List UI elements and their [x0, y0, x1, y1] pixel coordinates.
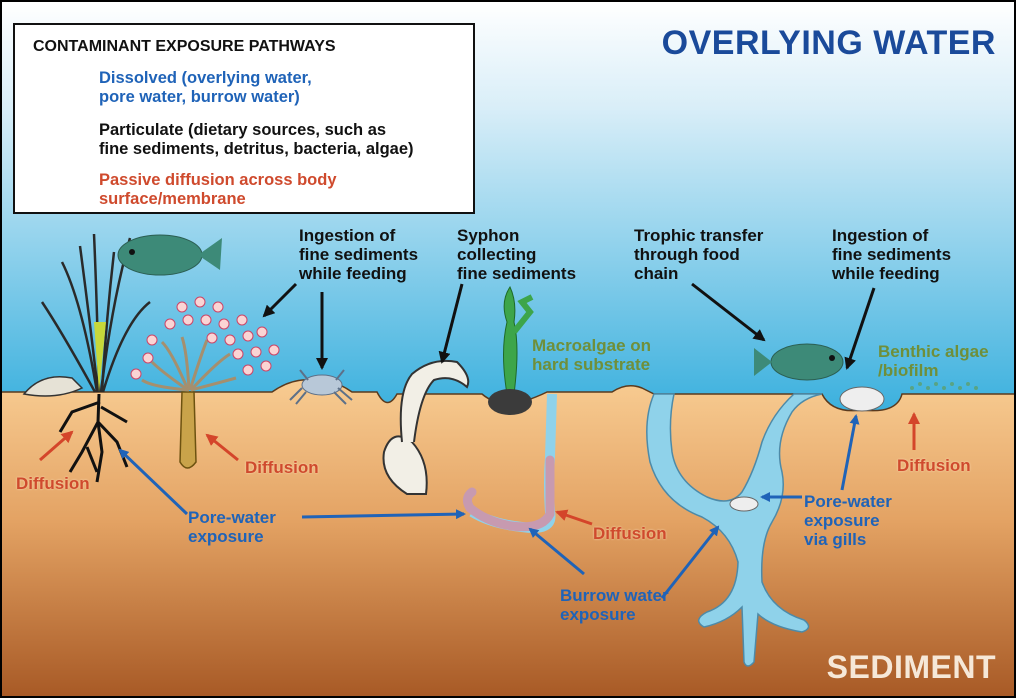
legend-text-dissolved: Dissolved (overlying water, pore water, …: [99, 69, 312, 107]
label-trophic: Trophic transfer through food chain: [634, 226, 763, 283]
label-ingestion-right: Ingestion of fine sediments while feedin…: [832, 226, 951, 283]
amphipod-surface: [840, 387, 884, 411]
legend-box: CONTAMINANT EXPOSURE PATHWAYS Dissolved …: [13, 23, 475, 214]
legend-text-particulate: Particulate (dietary sources, such as fi…: [99, 121, 414, 159]
label-ingestion-left: Ingestion of fine sediments while feedin…: [299, 226, 418, 283]
label-syphon: Syphon collecting fine sediments: [457, 226, 576, 283]
legend-item-diffusion: Passive diffusion across body surface/me…: [33, 171, 337, 209]
red-arrow-icon: [33, 171, 99, 191]
blue-arrow-icon: [33, 69, 99, 89]
overlying-water-title: OVERLYING WATER: [662, 24, 996, 63]
label-porewater-left: Pore-water exposure: [188, 508, 276, 546]
legend-item-particulate: Particulate (dietary sources, such as fi…: [33, 121, 414, 159]
legend-item-dissolved: Dissolved (overlying water, pore water, …: [33, 69, 312, 107]
sediment-title: SEDIMENT: [827, 649, 996, 686]
label-macroalgae: Macroalgae on hard substrate: [532, 336, 651, 374]
amphipod-burrow: [730, 497, 758, 511]
label-diffusion-4: Diffusion: [897, 456, 971, 475]
label-diffusion-1: Diffusion: [16, 474, 90, 493]
label-diffusion-2: Diffusion: [245, 458, 319, 477]
legend-title: CONTAMINANT EXPOSURE PATHWAYS: [33, 38, 336, 56]
label-benthic: Benthic algae /biofilm: [878, 342, 989, 380]
label-burrow: Burrow water exposure: [560, 586, 669, 624]
label-diffusion-3: Diffusion: [593, 524, 667, 543]
label-porewater-gills: Pore-water exposure via gills: [804, 492, 892, 549]
legend-text-diffusion: Passive diffusion across body surface/me…: [99, 171, 337, 209]
black-arrow-icon: [33, 121, 99, 141]
